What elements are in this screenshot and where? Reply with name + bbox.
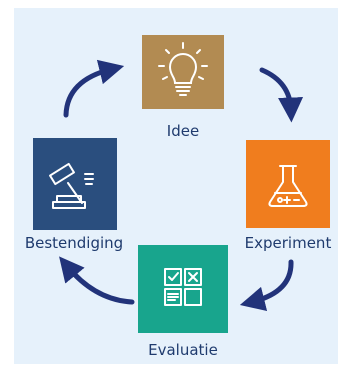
- arrow-experiment-to-evaluatie: [239, 259, 294, 312]
- flask-icon: [268, 165, 308, 207]
- arrow-idee-to-experiment: [259, 67, 304, 123]
- stage-label-evaluatie: Evaluatie: [148, 341, 218, 359]
- stage-experiment: [246, 140, 330, 228]
- stage-label-bestendiging: Bestendiging: [24, 234, 124, 252]
- arrow-bestendiging-to-idee: [63, 59, 125, 118]
- stage-label-idee: Idee: [166, 122, 200, 140]
- lightbulb-icon: [158, 42, 208, 96]
- stage-label-experiment: Experiment: [244, 234, 332, 252]
- stage-evaluatie: [138, 245, 228, 333]
- stage-idee: [142, 35, 224, 109]
- stage-bestendiging: [33, 138, 117, 230]
- gavel-icon: [49, 162, 94, 209]
- checklist-grid-icon: [164, 268, 202, 306]
- arrow-evaluatie-to-bestendiging: [59, 256, 135, 305]
